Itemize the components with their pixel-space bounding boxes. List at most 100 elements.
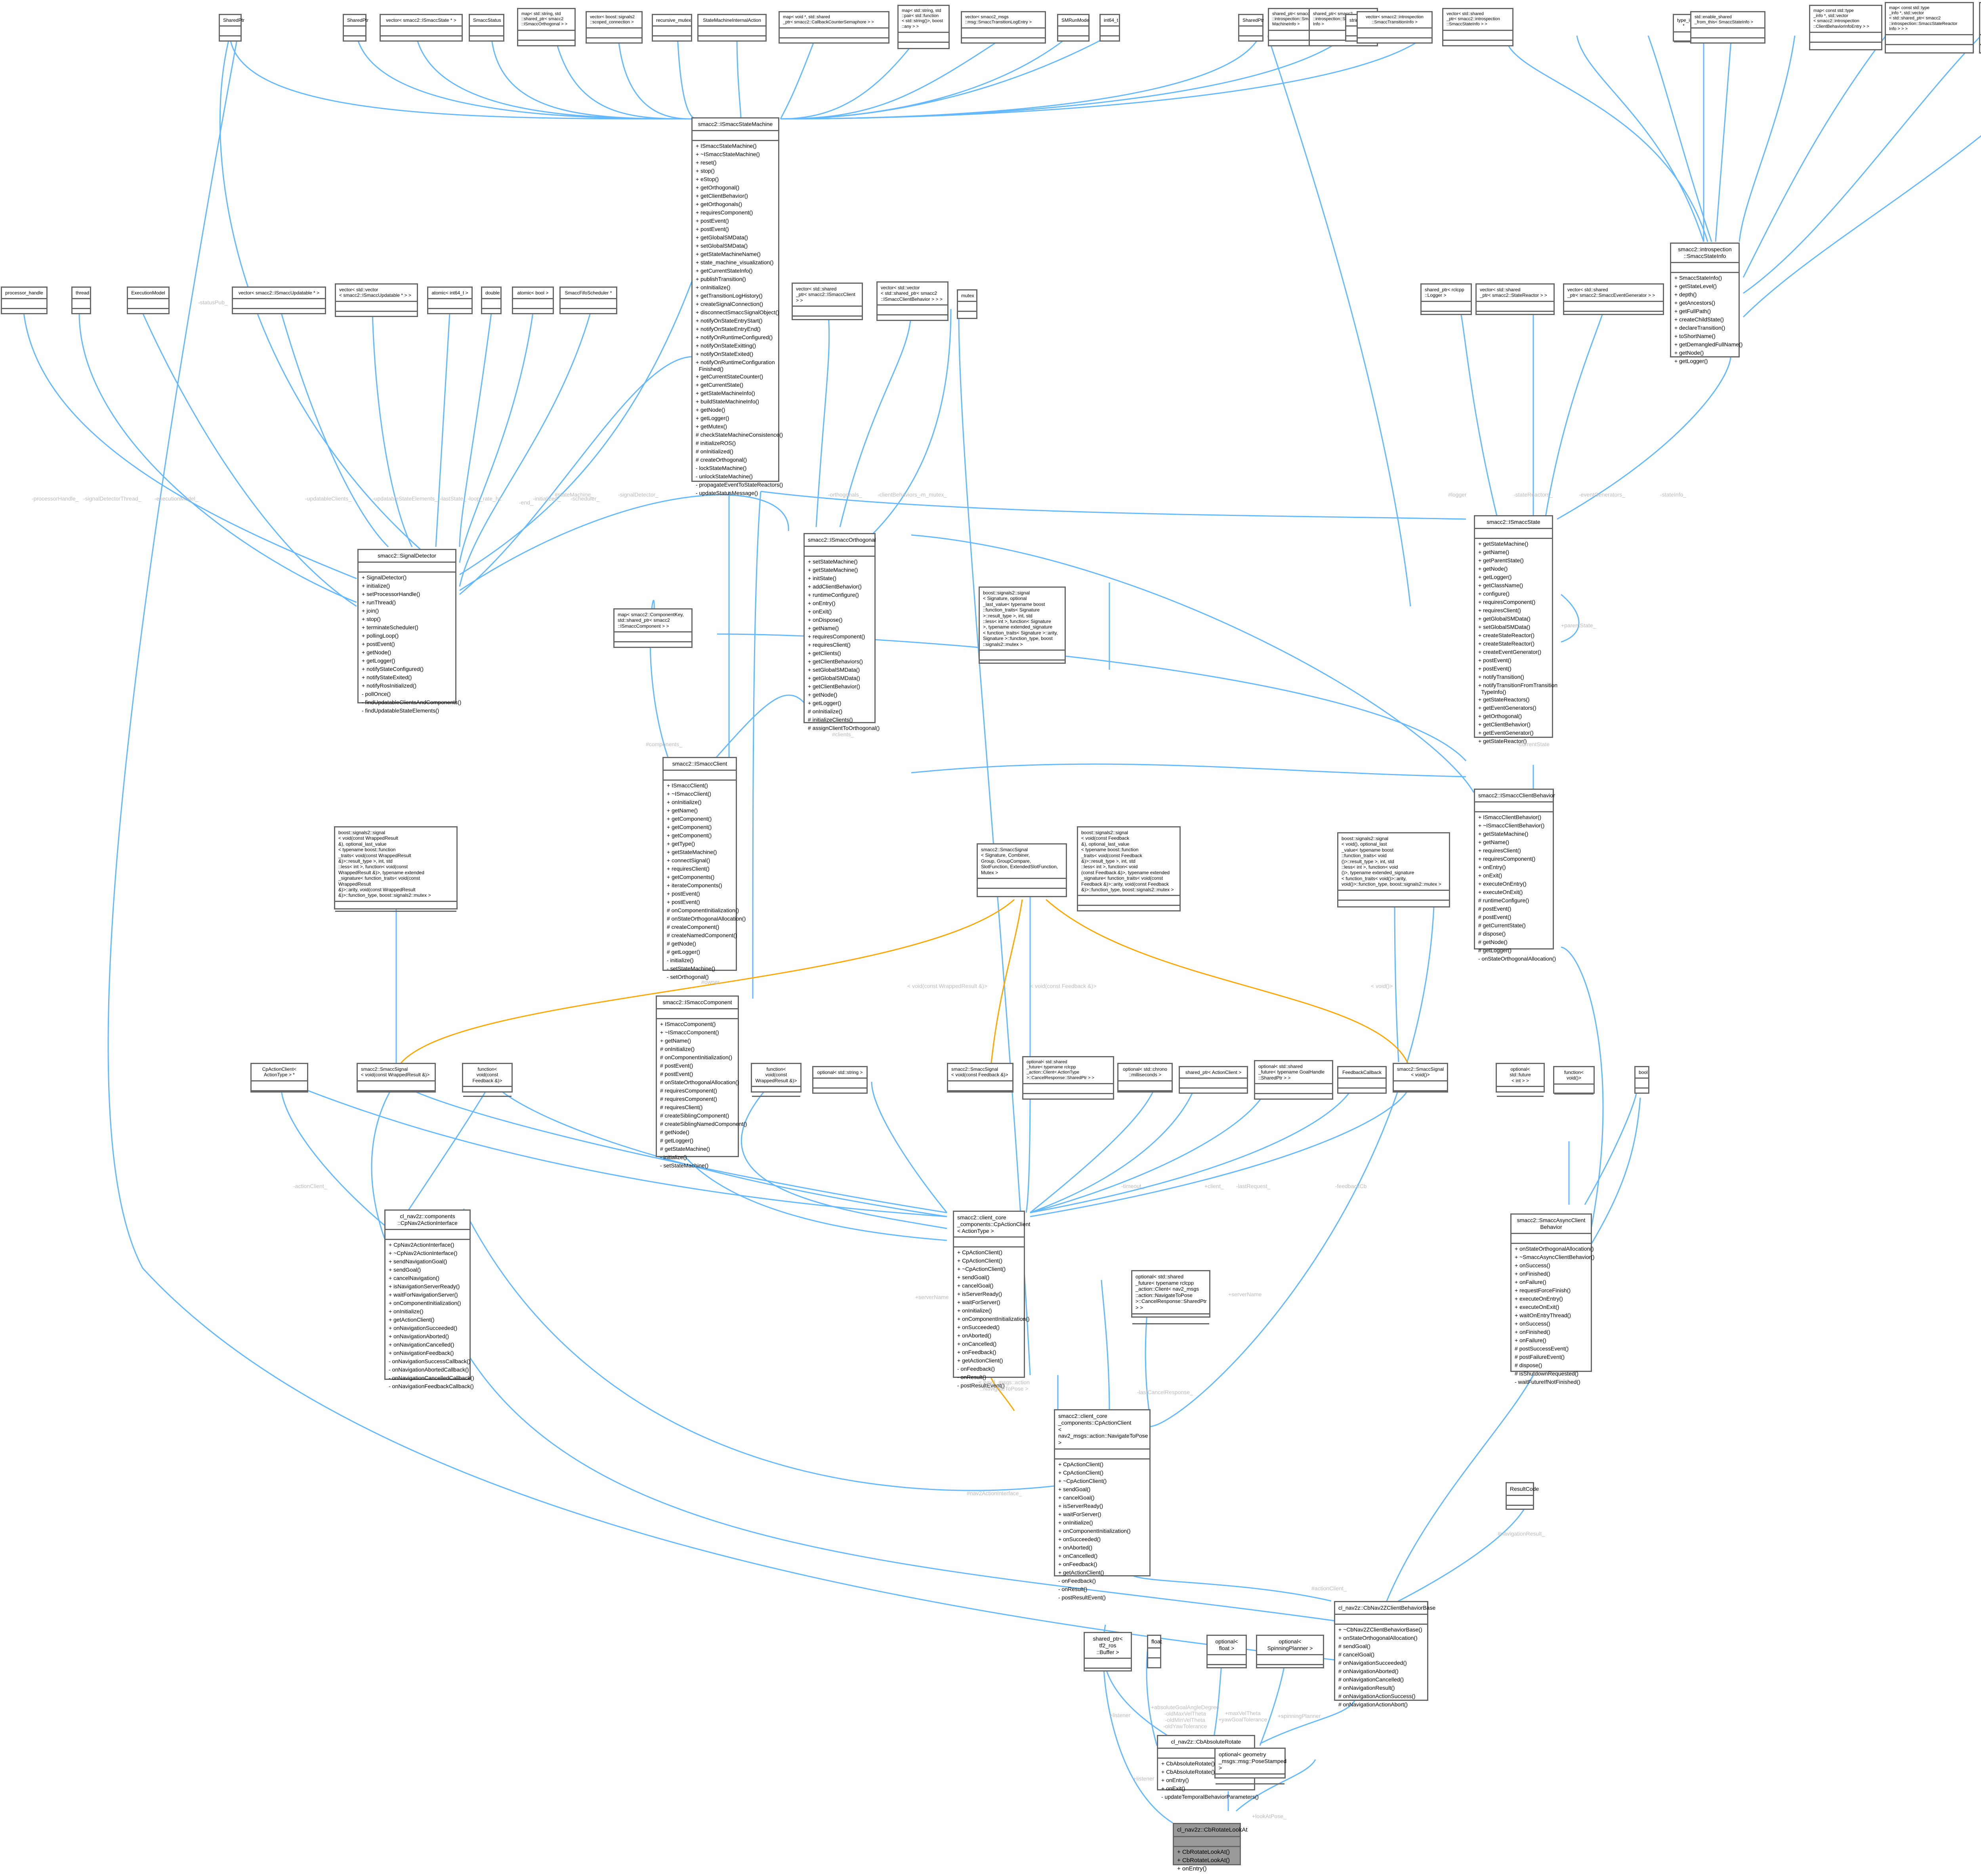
class-vector-state-info[interactable]: vector< std::shared _ptr< smacc2::intros… xyxy=(1442,8,1513,46)
class-enable-shared-from-this[interactable]: std::enable_shared _from_this< SmaccStat… xyxy=(1690,11,1765,44)
class-title: smacc2::client_core _components::CpActio… xyxy=(954,1212,1030,1238)
class-map-event-generator-info[interactable]: map< const std::type _info *, std::vecto… xyxy=(1979,2,1981,53)
class-fifo-scheduler[interactable]: SmaccFifoScheduler * xyxy=(559,287,617,314)
class-boost-signal-feedback[interactable]: boost::signals2::signal < void(const Fee… xyxy=(1077,826,1181,911)
edge-label-navigation-result: #navigationResult_ xyxy=(1498,1530,1545,1537)
class-cb-nav2z-client-behavior-base[interactable]: cl_nav2z::CbNav2ZClientBehaviorBase + ~C… xyxy=(1334,1601,1435,1708)
class-sm-run-mode[interactable]: SMRunMode xyxy=(1057,14,1090,42)
class-shared-ptr-3[interactable]: SharedPtr xyxy=(1238,14,1264,42)
class-ismacc-state[interactable]: smacc2::ISmaccState + getStateMachine() … xyxy=(1474,515,1557,744)
class-attributes xyxy=(1055,1450,1149,1460)
class-vector-state-reactor[interactable]: vector< std::shared _ptr< smacc2::StateR… xyxy=(1475,283,1555,315)
class-optional-future-int[interactable]: optional< std::future < int > > xyxy=(1496,1063,1545,1097)
class-vector-client-behavior[interactable]: vector< std::vector < std::shared_ptr< s… xyxy=(876,281,949,321)
class-vector-transition-log[interactable]: vector< smacc2_msgs ::msg::SmaccTransiti… xyxy=(961,11,1046,44)
class-atomic-int64[interactable]: atomic< int64_t > xyxy=(427,287,473,314)
edge-label-listener-2: +listener xyxy=(1133,1775,1155,1782)
class-optional-string[interactable]: optional< std::string > xyxy=(812,1066,868,1094)
class-vector-event-generator[interactable]: vector< std::shared _ptr< smacc2::SmaccE… xyxy=(1563,283,1664,315)
class-smacc-state-info[interactable]: smacc2::introspection ::SmaccStateInfo +… xyxy=(1670,243,1742,364)
class-title: optional< std::string > xyxy=(813,1067,866,1079)
class-smacc-status[interactable]: SmaccStatus xyxy=(469,14,504,42)
class-pose-stamped[interactable]: optional< geometry _msgs::msg::PoseStamp… xyxy=(1214,1748,1286,1785)
class-processor-handle[interactable]: processor_handle xyxy=(1,287,48,314)
operation: # getCurrentState() xyxy=(1478,922,1526,928)
class-thread[interactable]: thread xyxy=(71,287,91,314)
class-ismacc-client[interactable]: smacc2::ISmaccClient + ISmaccClient() + … xyxy=(662,757,746,980)
class-ismacc-component[interactable]: smacc2::ISmaccComponent + ISmaccComponen… xyxy=(656,995,747,1169)
class-smacc-signal-generic[interactable]: smacc2::SmaccSignal < Signature, Combine… xyxy=(977,843,1067,897)
class-signal-detector[interactable]: smacc2::SignalDetector + SignalDetector(… xyxy=(357,549,461,714)
class-cp-action-client-template[interactable]: smacc2::client_core _components::CpActio… xyxy=(953,1211,1030,1389)
class-recursive-mutex[interactable]: recursive_mutex xyxy=(652,14,692,42)
class-cb-rotate-lookat[interactable]: cl_nav2z::CbRotateLookAt + CbRotateLookA… xyxy=(1173,1823,1248,1872)
class-vector-client[interactable]: vector< std::shared _ptr< smacc2::ISmacc… xyxy=(792,283,863,320)
class-vector-scoped-connection[interactable]: vector< boost::signals2 ::scoped_connect… xyxy=(586,11,643,44)
class-cancel-response-future-nav[interactable]: optional< std::shared _future< typename … xyxy=(1131,1270,1210,1324)
class-function-feedback[interactable]: function< void(const Feedback &)> xyxy=(462,1063,513,1097)
class-vector-updatable[interactable]: vector< smacc2::ISmaccUpdatable * > xyxy=(232,287,326,314)
class-int64[interactable]: int64_t xyxy=(1099,14,1120,42)
class-map-callback-semaphore[interactable]: map< void *, std::shared _ptr< smacc2::C… xyxy=(779,11,889,44)
class-double[interactable]: double xyxy=(481,287,502,314)
class-map-orthogonals[interactable]: map< std::string, std ::shared_ptr< smac… xyxy=(517,8,576,46)
class-attributes xyxy=(344,27,365,37)
class-atomic-bool[interactable]: atomic< bool > xyxy=(512,287,554,314)
class-smacc-signal-feedback[interactable]: smacc2::SmaccSignal < void(const Feedbac… xyxy=(947,1063,1013,1093)
class-boost-signal-void[interactable]: boost::signals2::signal < void(), option… xyxy=(1337,832,1450,907)
class-shared-action-client[interactable]: shared_ptr< ActionClient > xyxy=(1179,1066,1248,1094)
class-function-wrapped-result[interactable]: function< void(const WrappedResult &)> xyxy=(751,1063,802,1097)
class-cp-nav2-action-interface[interactable]: cl_nav2z::components ::CpNav2ActionInter… xyxy=(384,1209,474,1389)
operation: # postEvent() xyxy=(660,1062,693,1069)
class-boost-signal-generic[interactable]: boost::signals2::signal < Signature, opt… xyxy=(979,586,1066,664)
class-vector-transition-info[interactable]: vector< smacc2::introspection ::SmaccTra… xyxy=(1357,11,1433,44)
class-function-void[interactable]: function< void()> xyxy=(1553,1066,1595,1095)
class-float[interactable]: float xyxy=(1147,1635,1162,1668)
class-attributes xyxy=(482,299,500,309)
class-attributes xyxy=(220,27,240,37)
class-smacc-async-client-behavior[interactable]: smacc2::SmaccAsyncClient Behavior + onSt… xyxy=(1510,1213,1595,1385)
class-cb-absolute-rotate[interactable]: cl_nav2z::CbAbsoluteRotate + CbAbsoluteR… xyxy=(1157,1735,1259,1800)
class-shared-ptr-1[interactable]: SharedPtr xyxy=(219,14,244,42)
class-map-global-data[interactable]: map< std::string, std ::pair< std::funct… xyxy=(897,5,950,49)
class-boost-signal-wrapped-result[interactable]: boost::signals2::signal < void(const Wra… xyxy=(334,826,458,912)
class-tf2-buffer[interactable]: shared_ptr< tf2_ros ::Buffer > xyxy=(1084,1632,1132,1672)
class-title: vector< std::shared _ptr< smacc2::StateR… xyxy=(1477,285,1554,302)
class-execution-model[interactable]: ExecutionModel xyxy=(127,287,170,314)
class-optional-milliseconds[interactable]: optional< std::chrono ::milliseconds > xyxy=(1117,1063,1173,1093)
operation: + requiresComponent() xyxy=(696,209,753,216)
class-feedback-callback[interactable]: FeedbackCallback xyxy=(1337,1066,1387,1094)
class-cp-action-client-navigate-to-pose[interactable]: smacc2::client_core _components::CpActio… xyxy=(1054,1409,1151,1601)
class-result-code[interactable]: ResultCode xyxy=(1506,1482,1539,1510)
class-bool[interactable]: bool xyxy=(1634,1066,1649,1094)
class-cp-action-client-pointer[interactable]: CpActionClient< ActionType > * xyxy=(250,1063,308,1093)
operation: + postEvent() xyxy=(696,217,729,224)
class-ismacc-client-behavior[interactable]: smacc2::ISmaccClientBehavior + ISmaccCli… xyxy=(1474,789,1556,962)
operation: + sendGoal() xyxy=(389,1266,421,1273)
class-component-map[interactable]: map< smacc2::ComponentKey, std::shared_p… xyxy=(613,608,693,648)
class-ismacc-orthogonal[interactable]: smacc2::ISmaccOrthogonal + setStateMachi… xyxy=(803,533,880,731)
class-optional-goal-handle-future[interactable]: optional< std::shared _future< typename … xyxy=(1254,1060,1333,1100)
class-vector-vector-updatable[interactable]: vector< std::vector < smacc2::ISmaccUpda… xyxy=(335,283,418,317)
class-optional-float[interactable]: optional< float > xyxy=(1206,1635,1247,1668)
class-optional-spinning-planner[interactable]: optional< SpinningPlanner > xyxy=(1256,1635,1324,1668)
class-optional-cancel-response-future[interactable]: optional< std::shared _future< typename … xyxy=(1022,1056,1114,1100)
operation: + onSucceeded() xyxy=(957,1324,1000,1331)
class-smacc-signal-wrapped-result[interactable]: smacc2::SmaccSignal < void(const Wrapped… xyxy=(357,1063,436,1093)
class-ismacc-state-machine[interactable]: smacc2::ISmaccStateMachine + ISmaccState… xyxy=(691,117,783,496)
class-shared-logger[interactable]: shared_ptr< rclcpp ::Logger > xyxy=(1420,283,1472,315)
operation: + notifyRosInitialized() xyxy=(362,682,417,689)
class-state-machine-internal-action[interactable]: StateMachineInternalAction xyxy=(697,14,767,42)
class-mutex[interactable]: mutex xyxy=(957,289,977,319)
edge-template-void xyxy=(1046,899,1411,1070)
operation: - propagateEventToStateReactors() xyxy=(696,481,783,488)
class-title: optional< SpinningPlanner > xyxy=(1257,1636,1323,1655)
operation: + notifyOnStateEntryStart() xyxy=(696,317,763,324)
class-map-state-reactor-info[interactable]: map< const std::type _info *, std::vecto… xyxy=(1885,2,1974,53)
class-smacc-signal-void[interactable]: smacc2::SmaccSignal < void()> xyxy=(1393,1063,1448,1093)
class-map-client-behavior-info[interactable]: map< const std::type _info *, std::vecto… xyxy=(1809,5,1882,50)
operation: + getStateMachine() xyxy=(1478,830,1529,837)
class-shared-ptr-2[interactable]: SharedPtr xyxy=(343,14,368,42)
class-vector-smacc-state[interactable]: vector< smacc2::ISmaccState * > xyxy=(380,14,463,42)
class-attributes xyxy=(793,307,862,317)
